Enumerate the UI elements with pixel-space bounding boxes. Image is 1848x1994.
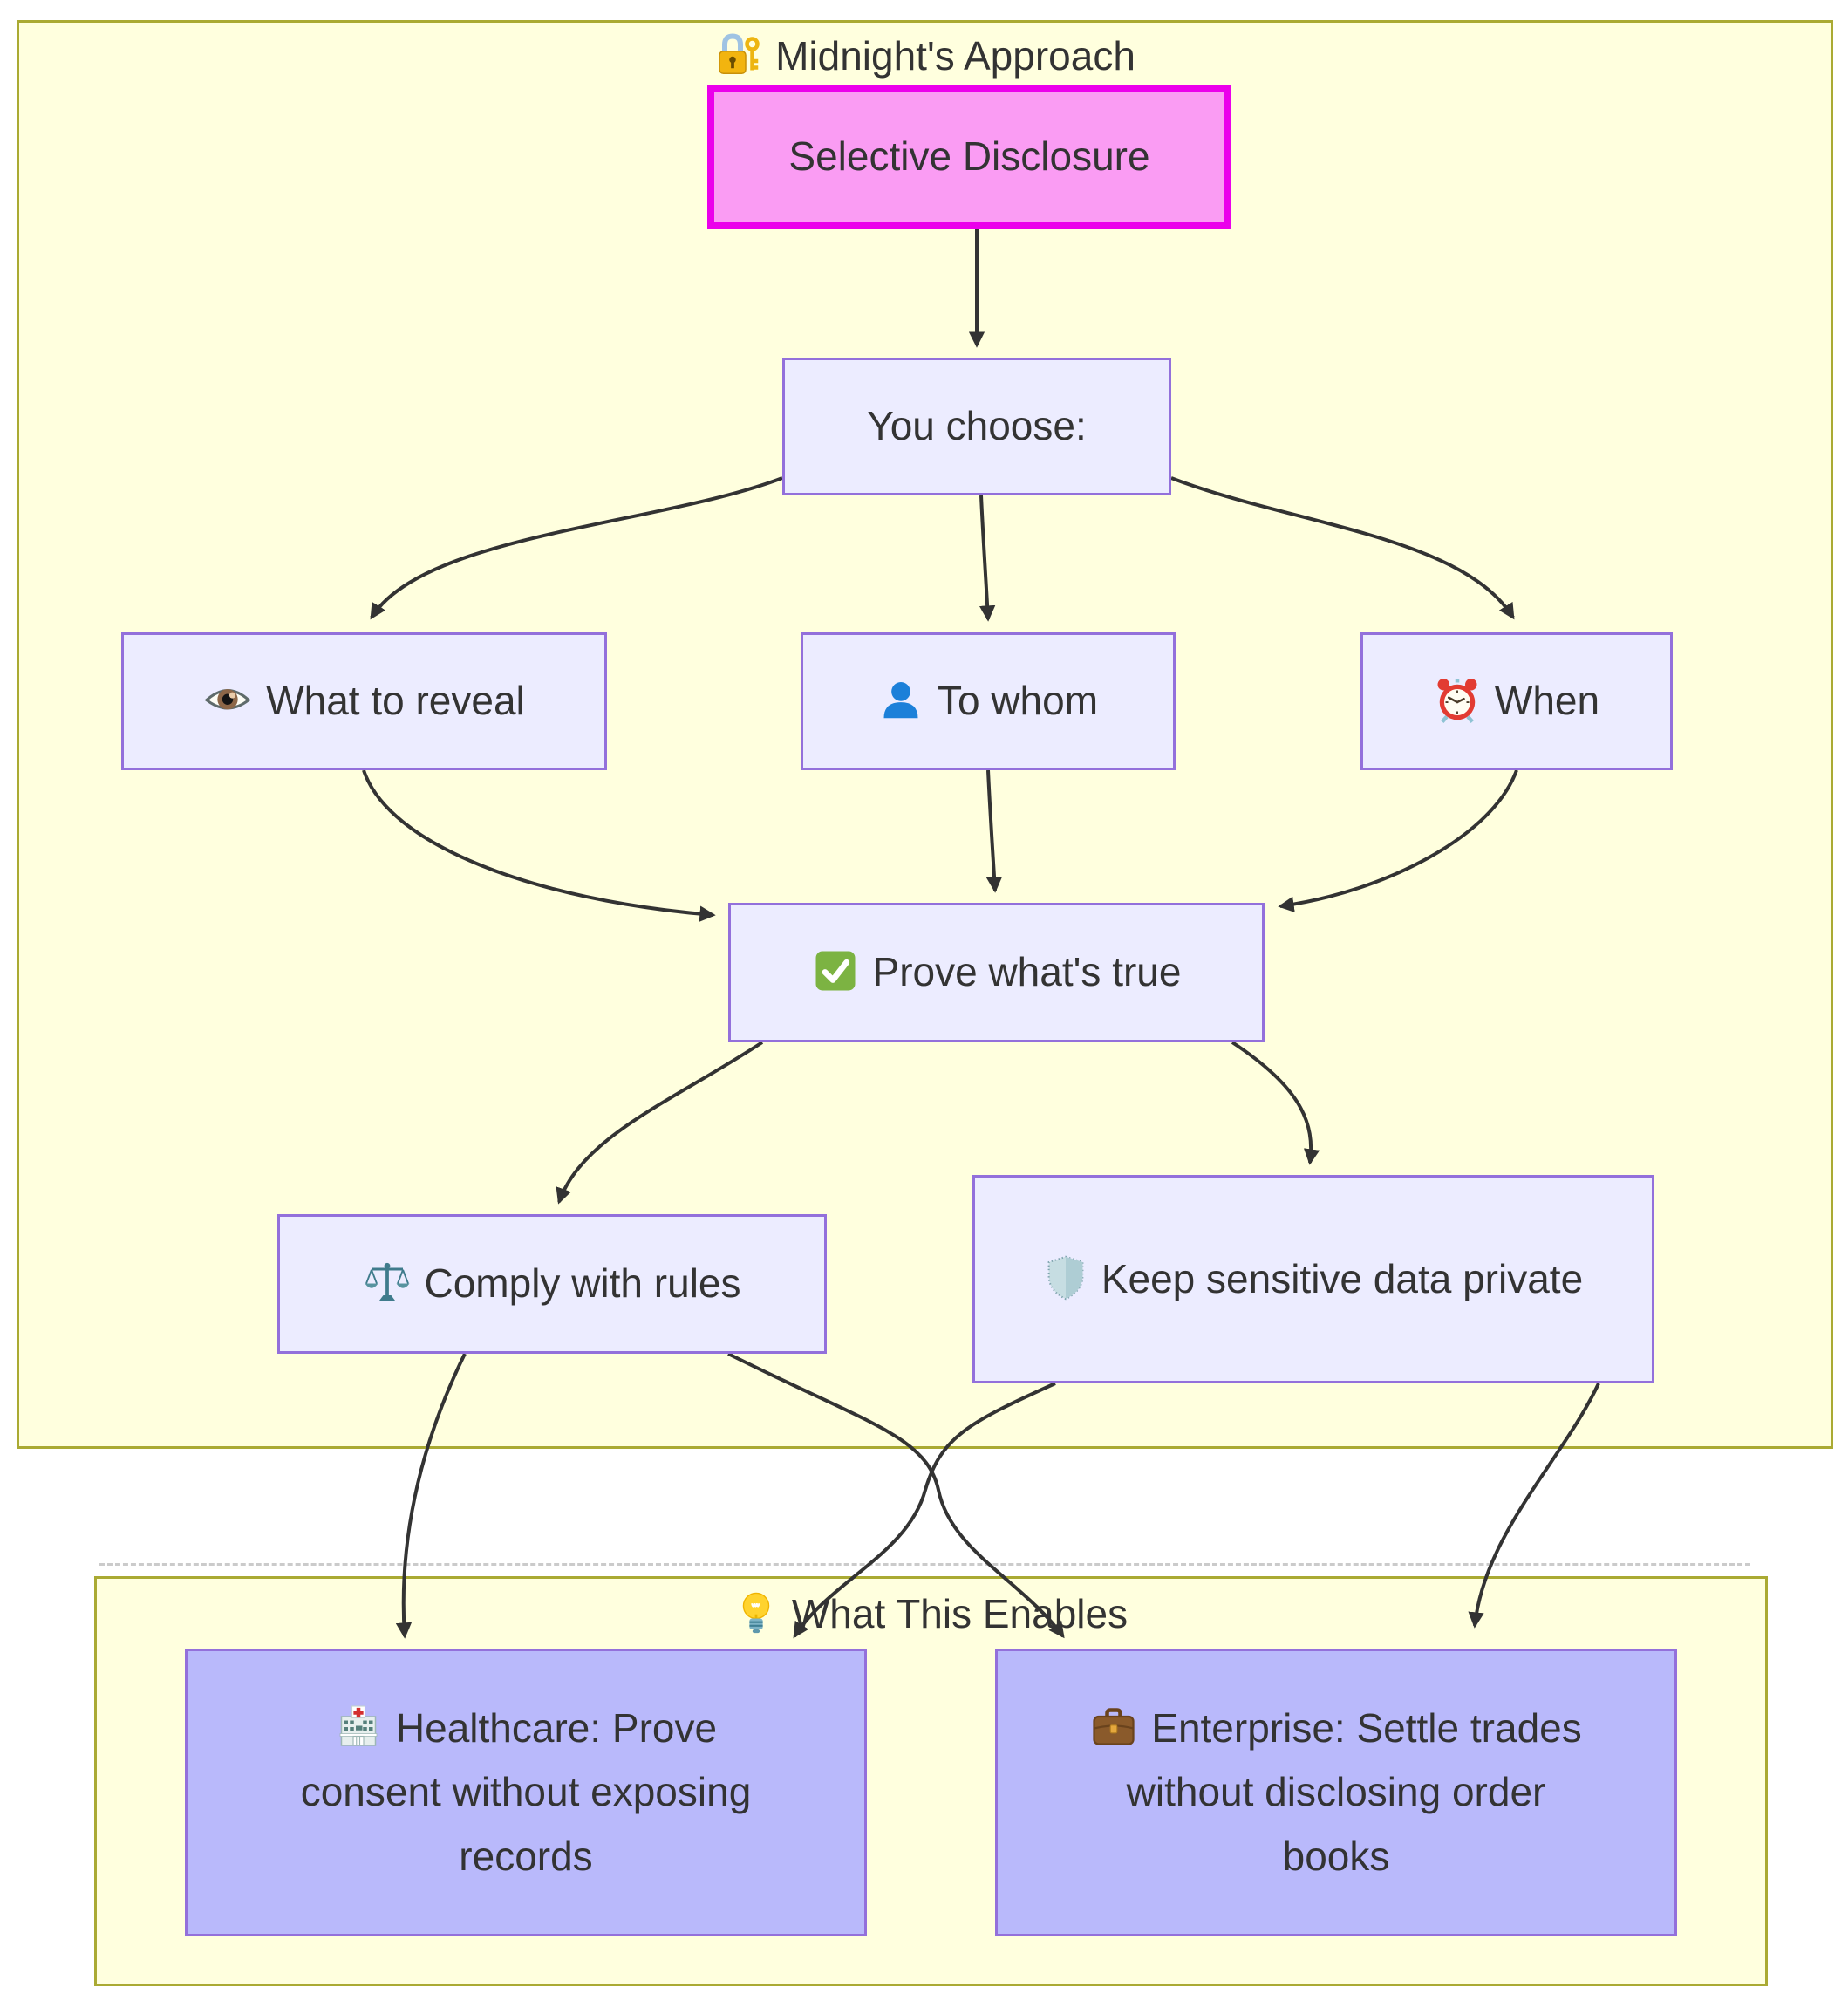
node-keep-sensitive-data-private: Keep sensitive data private xyxy=(972,1175,1654,1383)
group-title-text: What This Enables xyxy=(791,1591,1129,1636)
node-label: Healthcare: Prove consent without exposi… xyxy=(300,1704,752,1879)
group-title-what-this-enables: What This Enables xyxy=(94,1586,1768,1642)
group-title-text: Midnight's Approach xyxy=(775,33,1135,79)
node-label: You choose: xyxy=(867,403,1087,449)
shield-icon xyxy=(1047,1255,1084,1301)
node-what-to-reveal: What to reveal xyxy=(121,632,607,770)
node-you-choose: You choose: xyxy=(782,358,1171,495)
lightbulb-icon xyxy=(742,1592,770,1634)
group-title-midnights-approach: Midnight's Approach xyxy=(17,28,1833,84)
node-label: Enterprise: Settle trades without disclo… xyxy=(1126,1704,1582,1879)
eye-icon xyxy=(204,689,251,710)
alarm-clock-icon xyxy=(1437,679,1477,724)
scales-icon xyxy=(365,1263,409,1301)
node-healthcare: Healthcare: Prove consent without exposi… xyxy=(185,1649,867,1936)
node-label: Prove what's true xyxy=(872,949,1182,995)
node-label: What to reveal xyxy=(266,678,525,724)
node-when: When xyxy=(1360,632,1673,770)
node-comply-with-rules: Comply with rules xyxy=(277,1214,827,1354)
briefcase-icon xyxy=(1093,1707,1135,1745)
dashed-separator xyxy=(99,1563,1750,1566)
hospital-icon xyxy=(339,1705,378,1746)
person-icon xyxy=(883,682,918,719)
node-label: To whom xyxy=(937,678,1099,724)
node-label: Keep sensitive data private xyxy=(1101,1255,1584,1301)
node-label: When xyxy=(1494,678,1600,724)
lock-key-icon xyxy=(719,33,760,74)
node-label: Selective Disclosure xyxy=(788,133,1150,179)
node-enterprise: Enterprise: Settle trades without disclo… xyxy=(995,1649,1677,1936)
node-selective-disclosure: Selective Disclosure xyxy=(707,85,1231,229)
node-label: Comply with rules xyxy=(424,1260,741,1307)
check-icon xyxy=(815,951,856,991)
node-prove-whats-true: Prove what's true xyxy=(728,903,1265,1042)
node-to-whom: To whom xyxy=(801,632,1176,770)
